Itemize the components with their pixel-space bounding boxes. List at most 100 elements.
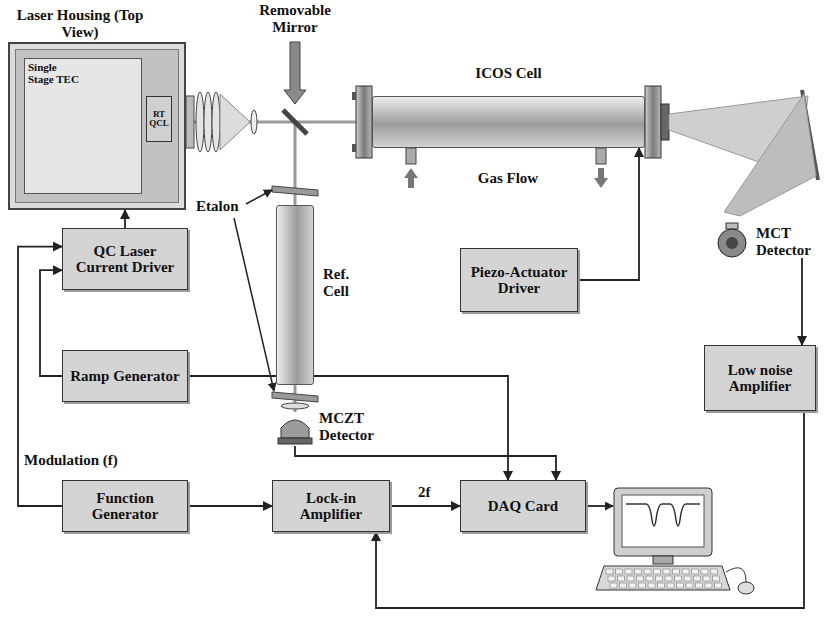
removable-mirror xyxy=(283,110,307,134)
icos-flange xyxy=(661,104,669,140)
keyboard-keys xyxy=(665,576,672,581)
signal-connector xyxy=(124,210,126,228)
component-heading: Laser Housing (Top View) xyxy=(10,7,150,40)
detector: MCT Detector xyxy=(712,222,825,258)
icos-flange xyxy=(352,144,356,152)
icos-flange xyxy=(356,86,372,158)
output-optics xyxy=(724,94,816,216)
keyboard-keys xyxy=(673,569,680,574)
keyboard-keys xyxy=(654,569,661,574)
keyboard-keys xyxy=(675,576,682,581)
collimating-optics xyxy=(220,94,250,150)
process-box: DAQ Card xyxy=(460,480,586,532)
etalon-plate xyxy=(281,403,309,409)
detector-icon xyxy=(726,223,738,229)
keyboard-keys xyxy=(705,583,712,588)
collimating-optics xyxy=(204,92,212,152)
detector-icon xyxy=(275,410,315,446)
signal-connector xyxy=(801,258,803,345)
keyboard-keys xyxy=(663,569,670,574)
process-box: Low noise Amplifier xyxy=(704,345,816,411)
keyboard-keys xyxy=(711,569,718,574)
computer xyxy=(738,582,754,594)
collimating-optics xyxy=(186,92,257,152)
connector-group xyxy=(18,148,804,608)
icos-flange xyxy=(645,86,661,158)
node-label: Function Generator xyxy=(69,490,181,523)
etalon-plate xyxy=(246,190,272,204)
annotation-label: Gas Flow xyxy=(458,170,558,187)
signal-connector xyxy=(578,148,639,280)
gas-port xyxy=(596,148,606,164)
computer xyxy=(588,488,754,594)
keyboard-keys xyxy=(692,569,699,574)
computer xyxy=(588,505,613,507)
keyboard-keys xyxy=(635,569,642,574)
etalon-plate xyxy=(272,392,318,402)
computer xyxy=(622,495,704,547)
node-label: Single Stage TEC xyxy=(28,62,84,85)
detector-icon xyxy=(281,420,309,438)
icos-flange xyxy=(352,92,356,100)
node-label: Ramp Generator xyxy=(70,368,180,385)
keyboard-keys xyxy=(639,583,646,588)
collimating-optics xyxy=(212,92,220,152)
computer xyxy=(614,488,712,556)
qcl-chip: RT QCL xyxy=(146,96,172,142)
computer xyxy=(653,556,673,564)
removable-mirror xyxy=(284,42,306,104)
keyboard-keys xyxy=(703,576,710,581)
keyboard-keys xyxy=(629,583,636,588)
signal-connector xyxy=(188,376,508,480)
signal-connector xyxy=(188,505,272,507)
keyboard-keys xyxy=(616,569,623,574)
keyboard-keys xyxy=(610,583,617,588)
annotation-label: 2f xyxy=(418,484,431,501)
signal-connector xyxy=(376,411,804,608)
component-heading: ICOS Cell xyxy=(373,65,644,82)
gas-port xyxy=(404,148,608,188)
signal-connector xyxy=(40,270,62,376)
keyboard-keys xyxy=(648,583,655,588)
detector-icon xyxy=(712,222,752,258)
component-heading: Ref. Cell xyxy=(323,266,367,299)
detector-icon xyxy=(726,237,738,249)
node-label: Low noise Amplifier xyxy=(711,362,809,395)
tec-stage: Single Stage TEC xyxy=(24,58,142,194)
gas-port xyxy=(404,168,418,188)
node-label: Piezo-Actuator Driver xyxy=(467,264,571,297)
node-label: QC Laser Current Driver xyxy=(69,243,181,276)
process-box: Lock-in Amplifier xyxy=(272,480,390,532)
process-box: Function Generator xyxy=(62,480,188,532)
keyboard-keys xyxy=(686,583,693,588)
process-box: Ramp Generator xyxy=(62,350,188,402)
detector: MCZT Detector xyxy=(275,410,389,446)
gas-port xyxy=(594,168,608,188)
computer xyxy=(626,504,700,526)
collimating-optics xyxy=(186,96,194,148)
keyboard-keys xyxy=(684,576,691,581)
keyboard-keys xyxy=(606,569,722,588)
annotation-label: Modulation (f) xyxy=(24,452,118,469)
keyboard-keys xyxy=(701,569,708,574)
keyboard-keys xyxy=(646,576,653,581)
collimating-optics xyxy=(251,110,257,134)
keyboard-keys xyxy=(694,576,701,581)
keyboard-keys xyxy=(608,576,615,581)
keyboard-keys xyxy=(618,576,625,581)
keyboard-keys xyxy=(658,583,665,588)
keyboard-keys xyxy=(620,583,627,588)
removable-mirror xyxy=(283,42,307,134)
keyboard-keys xyxy=(606,569,613,574)
keyboard-keys xyxy=(667,583,674,588)
keyboard-keys xyxy=(637,576,644,581)
annotation-label: Removable Mirror xyxy=(236,2,354,35)
annotation-label: Etalon xyxy=(196,198,239,215)
node-label: Lock-in Amplifier xyxy=(279,490,383,523)
keyboard-keys xyxy=(656,576,663,581)
node-label: MCT Detector xyxy=(756,225,825,258)
reference-cell: Ref. Cell xyxy=(276,205,314,385)
signal-connector xyxy=(295,446,556,480)
